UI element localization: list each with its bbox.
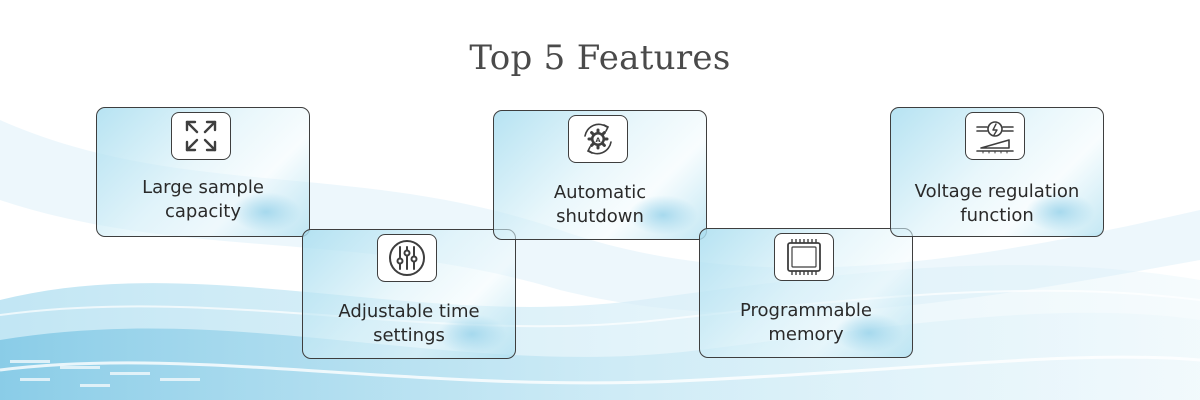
expand-arrows-icon [171, 112, 231, 160]
card-glow [437, 314, 507, 354]
feature-card-voltage-regulation-function: Voltage regulation function [890, 107, 1104, 237]
auto-gear-icon: A [568, 115, 628, 163]
sliders-icon [377, 234, 437, 282]
feature-label-line1: Automatic [553, 182, 647, 203]
feature-label-line2: memory [768, 324, 844, 345]
card-glow [834, 313, 904, 353]
feature-card-adjustable-time-settings: Adjustable time settings [302, 229, 516, 359]
feature-label: Large sample capacity [97, 176, 309, 224]
feature-label-line1: Programmable [739, 300, 872, 321]
card-glow [628, 195, 698, 235]
feature-label: Adjustable time settings [303, 300, 515, 348]
card-glow [1025, 192, 1095, 232]
chip-icon [774, 233, 834, 281]
card-glow [231, 192, 301, 232]
feature-label-line2: function [960, 205, 1034, 226]
svg-text:A: A [595, 136, 600, 144]
voltage-regulator-icon [965, 112, 1025, 160]
feature-card-large-sample-capacity: Large sample capacity [96, 107, 310, 237]
feature-card-automatic-shutdown: A Automatic shutdown [493, 110, 707, 240]
feature-label-line2: shutdown [556, 206, 644, 227]
feature-card-programmable-memory: Programmable memory [699, 228, 913, 358]
page-title: Top 5 Features [469, 38, 731, 78]
feature-label-line1: Voltage regulation [914, 181, 1080, 202]
feature-label-line1: Large sample [142, 177, 264, 198]
feature-label-line1: Adjustable time [338, 301, 480, 322]
feature-label: Programmable memory [700, 299, 912, 347]
feature-label: Automatic shutdown [494, 181, 706, 229]
feature-label-line2: settings [373, 325, 445, 346]
feature-label: Voltage regulation function [891, 180, 1103, 228]
feature-label-line2: capacity [165, 201, 241, 222]
